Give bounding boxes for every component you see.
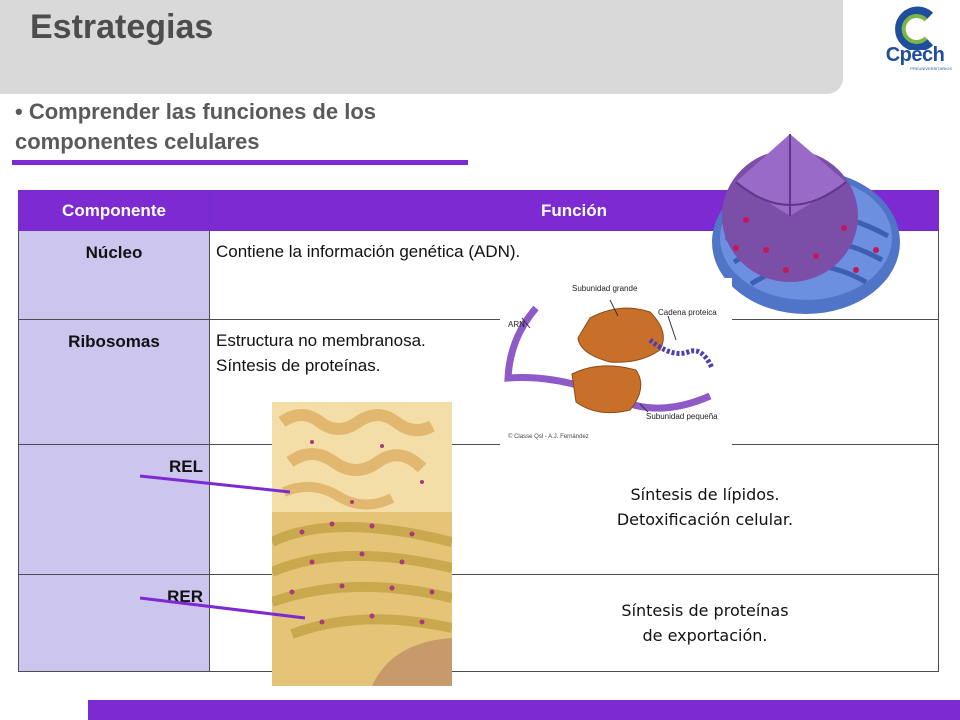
figure-credit: © Classe Qsl - A.J. Fernández	[508, 434, 589, 440]
logo-c-icon	[895, 6, 934, 52]
footer-bar	[88, 700, 960, 720]
nucleus-icon	[712, 134, 900, 314]
logo-subtext: PREUNIVERSITARIOS	[910, 66, 952, 71]
ribosome-icon	[504, 299, 715, 414]
rer-line-2: de exportación.	[642, 626, 768, 645]
rer-function-text: Síntesis de proteínas de exportación.	[560, 598, 850, 648]
rel-function-text: Síntesis de lípidos. Detoxificación celu…	[560, 482, 850, 532]
label-subunidad-pequena: Subunidad pequeña	[646, 412, 718, 421]
ribosomas-line-1: Estructura no membranosa.	[216, 330, 426, 350]
subtitle-underline	[12, 160, 468, 165]
endoplasmic-reticulum-illustration	[269, 402, 454, 686]
rer-line-1: Síntesis de proteínas	[621, 601, 789, 620]
objective-bullet: • Comprender las funciones de los compon…	[15, 99, 377, 154]
page-title: Estrategias	[30, 8, 214, 46]
er-icon	[269, 402, 454, 686]
header-componente: Componente	[18, 189, 210, 232]
row-name-rer: RER	[18, 574, 210, 672]
label-cadena-proteica: Cadena proteica	[658, 308, 717, 317]
rer-pointer-line	[139, 596, 306, 620]
label-subunidad-grande: Subunidad grande	[572, 284, 638, 293]
rel-pointer-line	[139, 474, 291, 494]
rel-line-1: Síntesis de lípidos.	[630, 485, 780, 504]
row-name-ribosomas: Ribosomas	[18, 318, 210, 446]
title-banner: Estrategias	[0, 0, 843, 94]
nucleus-illustration	[706, 130, 902, 326]
cpech-logo: Cpech PREUNIVERSITARIOS	[878, 6, 952, 72]
label-arn: ARN	[508, 320, 525, 329]
ribosomas-line-2: Síntesis de proteínas.	[216, 355, 381, 375]
rel-line-2: Detoxificación celular.	[616, 510, 794, 529]
ribosome-illustration: Subunidad grande Cadena proteica ARN Sub…	[500, 278, 732, 448]
row-name-rel: REL	[18, 444, 210, 576]
logo-wordmark: Cpech	[885, 44, 945, 66]
